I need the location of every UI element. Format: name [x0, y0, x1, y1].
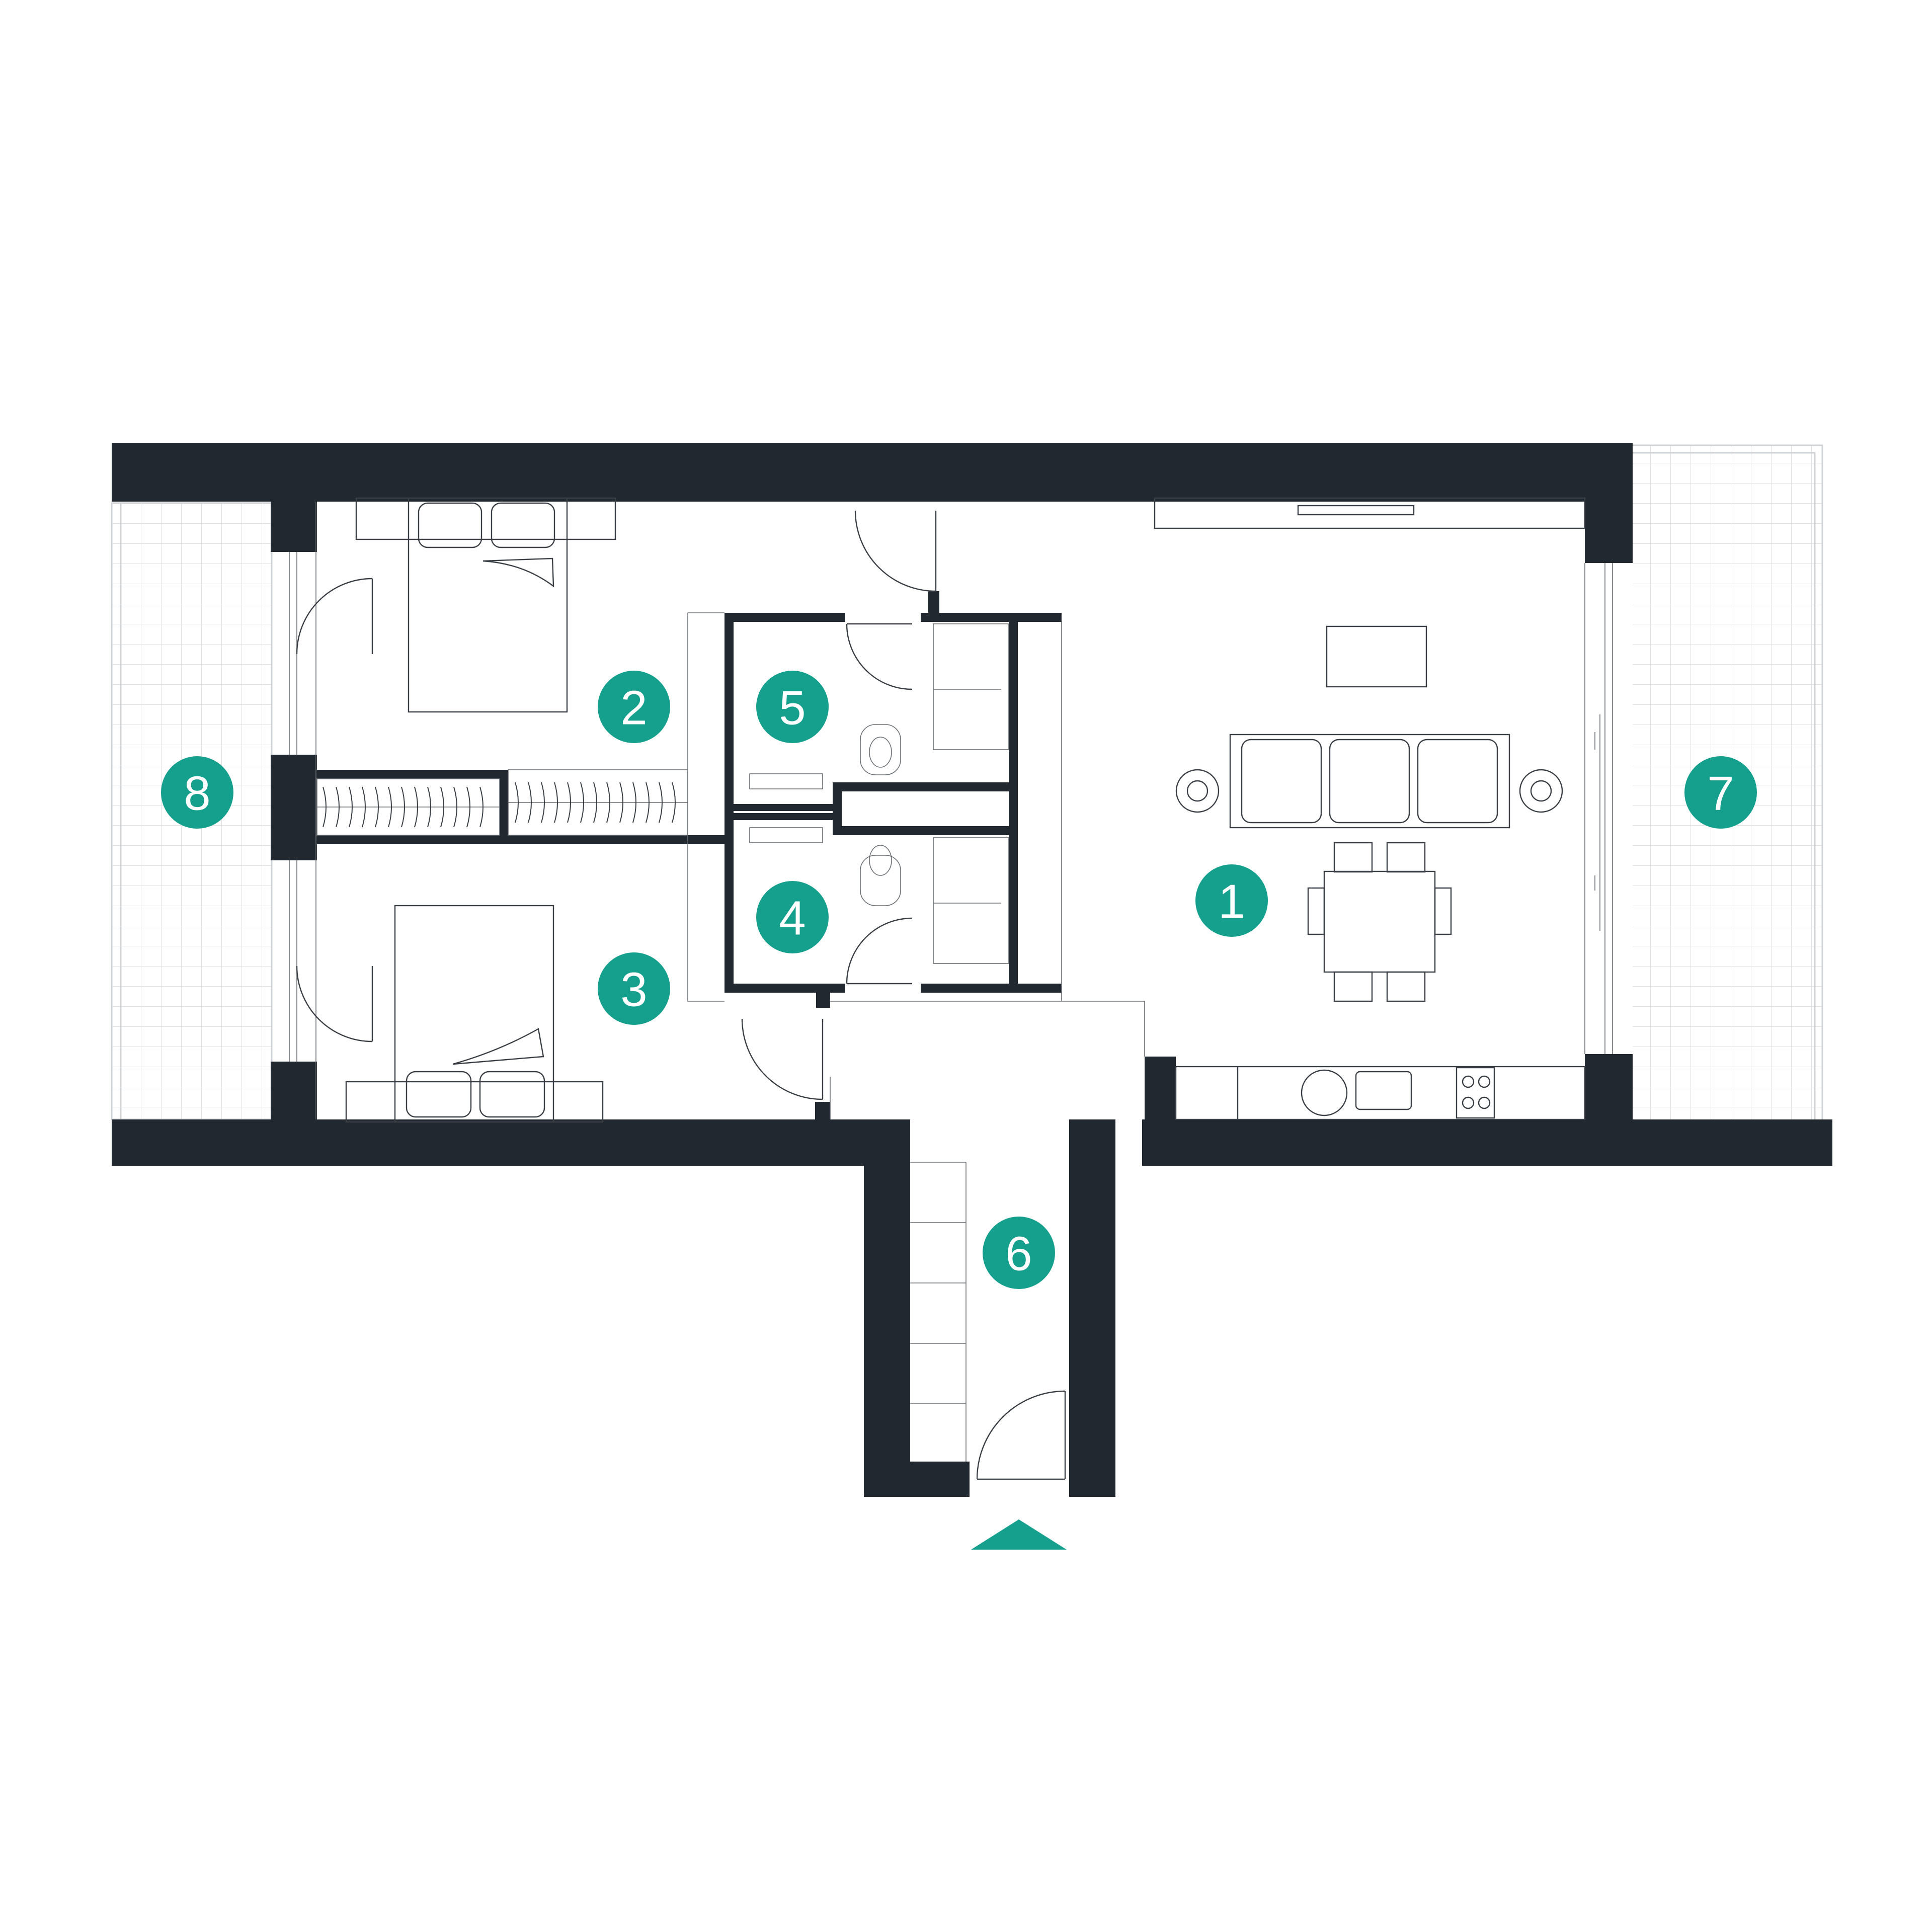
room-marker-3: 3 — [598, 952, 670, 1025]
room-marker-1: 1 — [1195, 864, 1268, 937]
bathroom-fixtures — [749, 623, 1009, 964]
doors — [296, 510, 1066, 1480]
room-number-2: 2 — [620, 681, 647, 735]
hangers — [323, 782, 676, 828]
hanger-glyph — [336, 786, 340, 828]
hanger-glyph — [427, 786, 431, 828]
hanger-glyph — [349, 786, 353, 828]
room-number-1: 1 — [1218, 875, 1245, 929]
hanger-glyph — [580, 782, 584, 823]
hanger-glyph — [619, 782, 623, 823]
room-marker-6: 6 — [983, 1217, 1055, 1289]
entrance-arrow-icon — [971, 1519, 1067, 1550]
hanger-glyph — [515, 782, 519, 823]
room-number-6: 6 — [1005, 1227, 1032, 1281]
room-marker-5: 5 — [756, 671, 829, 743]
room-marker-7: 7 — [1684, 756, 1757, 829]
living-furniture — [1154, 497, 1586, 1002]
hanger-glyph — [554, 782, 558, 823]
room-number-4: 4 — [779, 892, 806, 945]
hanger-glyph — [646, 782, 650, 823]
hanger-glyph — [528, 782, 532, 823]
hanger-glyph — [632, 782, 636, 823]
kitchen-counter — [1175, 1066, 1586, 1120]
hanger-glyph — [672, 782, 676, 823]
walls — [112, 443, 1832, 1497]
bed-north — [355, 497, 616, 713]
hanger-glyph — [414, 786, 418, 828]
hanger-glyph — [466, 786, 470, 828]
hanger-glyph — [541, 782, 545, 823]
hanger-glyph — [362, 786, 366, 828]
hanger-glyph — [567, 782, 571, 823]
hanger-glyph — [323, 786, 327, 828]
room-number-3: 3 — [620, 963, 647, 1017]
room-outlines — [289, 502, 1613, 1119]
wardrobe-west — [316, 778, 500, 836]
hanger-glyph — [388, 786, 392, 828]
room-marker-4: 4 — [756, 881, 829, 953]
room-marker-2: 2 — [598, 671, 670, 743]
hanger-glyph — [479, 786, 484, 828]
hanger-glyph — [375, 786, 379, 828]
hanger-glyph — [440, 786, 444, 828]
room-number-5: 5 — [779, 681, 806, 735]
entrance-steps — [910, 1162, 967, 1462]
hanger-glyph — [593, 782, 597, 823]
hanger-glyph — [659, 782, 663, 823]
bed-south — [345, 905, 604, 1123]
wardrobe-east — [508, 769, 688, 836]
room-number-7: 7 — [1707, 767, 1734, 821]
room-number-8: 8 — [184, 767, 210, 821]
room-marker-8: 8 — [161, 756, 233, 829]
hanger-glyph — [453, 786, 457, 828]
hanger-glyph — [401, 786, 405, 828]
hanger-glyph — [606, 782, 610, 823]
